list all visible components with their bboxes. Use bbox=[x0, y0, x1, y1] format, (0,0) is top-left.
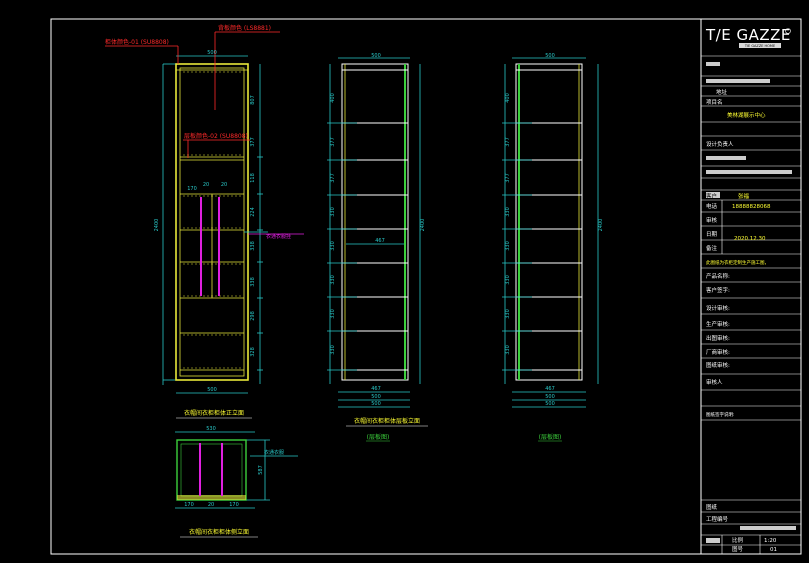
side-callout: 衣通衣服 bbox=[264, 449, 284, 456]
middle-dim-inner: 467 bbox=[375, 238, 385, 244]
right-view-tag: (层板图) bbox=[539, 433, 562, 441]
tb-phone-label: 电话 bbox=[706, 202, 718, 210]
tb-review-label: 审核 bbox=[706, 216, 718, 224]
middle-dim-side-5: 330 bbox=[330, 275, 336, 285]
right-dim-side-3: 330 bbox=[505, 207, 511, 217]
tb-row-7: 图纸审核: bbox=[706, 361, 730, 369]
middle-dim-side-1: 377 bbox=[330, 137, 336, 147]
tb-row-1: 客户签字: bbox=[706, 286, 730, 294]
callout-shelf-color: 层板颜色-02 (SU8808) bbox=[184, 132, 248, 140]
left-dim-side-0: 807 bbox=[250, 95, 256, 105]
callout-cabinet-color: 柜体颜色-01 (SU8808) bbox=[105, 38, 169, 46]
registered-icon bbox=[785, 28, 791, 34]
tb-date: 2020.12.30 bbox=[734, 236, 766, 242]
tb-address-label: 地址 bbox=[716, 88, 728, 96]
middle-dim-side-3: 330 bbox=[330, 207, 336, 217]
side-dim-bottom-1: 20 bbox=[208, 502, 214, 508]
left-dim-side-5: 338 bbox=[250, 277, 256, 287]
left-dim-bottom: 500 bbox=[207, 387, 217, 393]
middle-dim-side-0: 400 bbox=[330, 93, 336, 103]
side-view-caption: 衣帽间衣柜柜体侧立面 bbox=[189, 528, 249, 536]
right-dim-side-1: 377 bbox=[505, 137, 511, 147]
tb-row-3: 生产审核: bbox=[706, 320, 730, 328]
middle-view-caption: 衣帽间衣柜柜体层板立面 bbox=[354, 417, 420, 425]
middle-dim-side-4: 330 bbox=[330, 241, 336, 251]
tb-bottom-0: 图纸 bbox=[706, 503, 718, 511]
middle-elevation: 500 2400 467 400 377 377 330 330 330 330… bbox=[327, 53, 428, 442]
tb-row-9: 审核人 bbox=[706, 378, 723, 386]
middle-dim-bottom-2: 500 bbox=[371, 401, 381, 407]
right-dim-bottom-0: 467 bbox=[545, 386, 555, 392]
tb-remark: 此图纸为衣柜定制生产施工图， bbox=[706, 259, 769, 266]
tb-bottom-2: 比例 bbox=[732, 536, 744, 544]
tb-date-label: 日期 bbox=[706, 231, 718, 238]
tb-bottom-3: 图号 bbox=[732, 545, 744, 553]
middle-dim-bottom-1: 500 bbox=[371, 394, 381, 400]
left-dim-side-7: 328 bbox=[250, 347, 256, 357]
left-dim-top: 500 bbox=[207, 50, 217, 56]
middle-dim-bottom-0: 467 bbox=[371, 386, 381, 392]
right-dim-side-6: 330 bbox=[505, 309, 511, 319]
tb-row-2: 设计审核: bbox=[706, 304, 730, 312]
tb-designer-label: 设计负责人 bbox=[706, 140, 734, 148]
left-dim-mid-1: 20 bbox=[203, 182, 209, 188]
callout-hanging-rod: 衣通衣服挂 bbox=[266, 233, 291, 240]
tb-row-11: 图纸签字说明: bbox=[706, 411, 735, 418]
middle-view-tag: (层板图) bbox=[367, 433, 390, 441]
tb-row-6: 厂商审核: bbox=[706, 348, 730, 356]
title-block: T/E GAZZE TIE GAZZE HOME bbox=[701, 26, 801, 554]
right-dim-top: 500 bbox=[545, 53, 555, 59]
tb-scale: 1:20 bbox=[764, 538, 777, 544]
right-dim-side-0: 400 bbox=[505, 93, 511, 103]
left-dim-mid-0: 170 bbox=[187, 186, 197, 192]
left-dim-side-6: 298 bbox=[250, 311, 256, 321]
middle-dim-height: 2400 bbox=[420, 219, 426, 232]
drawing-border bbox=[50, 18, 802, 555]
side-dim-height: 587 bbox=[258, 465, 264, 475]
middle-dim-top: 500 bbox=[371, 53, 381, 59]
tb-project-label: 项目名 bbox=[706, 98, 723, 106]
left-dim-mid-2: 20 bbox=[221, 182, 227, 188]
right-dim-height: 2400 bbox=[598, 219, 604, 232]
left-view-caption: 衣帽间衣柜柜体正立面 bbox=[184, 409, 244, 417]
left-elevation: 柜体颜色-01 (SU8808) 背板颜色 (LS8881) 层板颜色-02 (… bbox=[105, 24, 304, 419]
right-dim-side-5: 330 bbox=[505, 275, 511, 285]
right-dim-side-7: 330 bbox=[505, 345, 511, 355]
left-dim-height: 2400 bbox=[154, 219, 160, 232]
tb-project-name: 美林湖展示中心 bbox=[727, 111, 766, 119]
right-elevation: 500 2400 400 377 377 330 330 330 330 330… bbox=[502, 53, 604, 442]
company-logo: T/E GAZZE bbox=[705, 26, 791, 44]
tb-remark-label: 备注 bbox=[706, 244, 718, 252]
tb-phone: 18888828068 bbox=[732, 204, 771, 210]
side-dim-bottom-0: 170 bbox=[184, 502, 194, 508]
left-dim-side-1: 118 bbox=[250, 173, 256, 183]
middle-dim-side-6: 330 bbox=[330, 309, 336, 319]
tb-row-0: 产品名称: bbox=[706, 272, 730, 280]
right-dim-side-2: 377 bbox=[505, 173, 511, 183]
tb-client-label: 客户 bbox=[706, 192, 717, 200]
side-dim-top: 530 bbox=[206, 426, 216, 432]
middle-dim-side-2: 377 bbox=[330, 173, 336, 183]
side-dim-bottom-2: 170 bbox=[229, 502, 239, 508]
left-dim-side-3: 224 bbox=[250, 207, 256, 217]
middle-dim-side-7: 330 bbox=[330, 345, 336, 355]
tb-bottom-1: 工程编号 bbox=[706, 515, 729, 523]
right-dim-bottom-1: 500 bbox=[545, 394, 555, 400]
tb-sheet-no: 01 bbox=[770, 547, 777, 553]
tb-row-5: 出图审核: bbox=[706, 334, 730, 342]
company-logo-sub: TIE GAZZE HOME bbox=[744, 44, 775, 48]
callout-back-panel: 背板颜色 (LS8881) bbox=[218, 24, 271, 32]
tb-client-name: 张福 bbox=[738, 192, 750, 200]
right-dim-bottom-2: 500 bbox=[545, 401, 555, 407]
side-elevation: 530 587 衣通衣服 170 20 170 衣帽间衣柜柜体侧立面 bbox=[175, 426, 298, 538]
left-dim-side-4: 338 bbox=[250, 241, 256, 251]
left-dim-side-2: 377 bbox=[250, 137, 256, 147]
right-dim-side-4: 330 bbox=[505, 241, 511, 251]
